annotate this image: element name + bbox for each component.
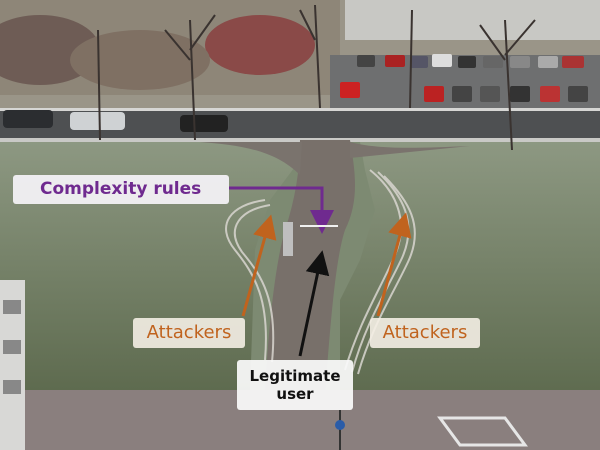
legitimate-user-line2: user (276, 385, 314, 403)
attackers-left-text: Attackers (146, 322, 232, 344)
attackers-right-label: Attackers (370, 318, 480, 348)
parked-cars (340, 54, 588, 102)
complexity-rules-text: Complexity rules (40, 179, 202, 200)
attackers-right-text: Attackers (382, 322, 468, 344)
legitimate-user-label: Legitimate user (237, 360, 353, 410)
legitimate-user-arrow (298, 250, 330, 357)
attackers-right-arrow (376, 212, 412, 317)
bare-trees (97, 4, 536, 151)
complexity-rules-label: Complexity rules (13, 175, 229, 204)
complexity-arrow (229, 186, 334, 234)
attackers-left-arrow (241, 214, 277, 317)
building-corner (0, 280, 25, 450)
legitimate-user-line1: Legitimate (249, 367, 341, 385)
attackers-left-label: Attackers (133, 318, 245, 348)
